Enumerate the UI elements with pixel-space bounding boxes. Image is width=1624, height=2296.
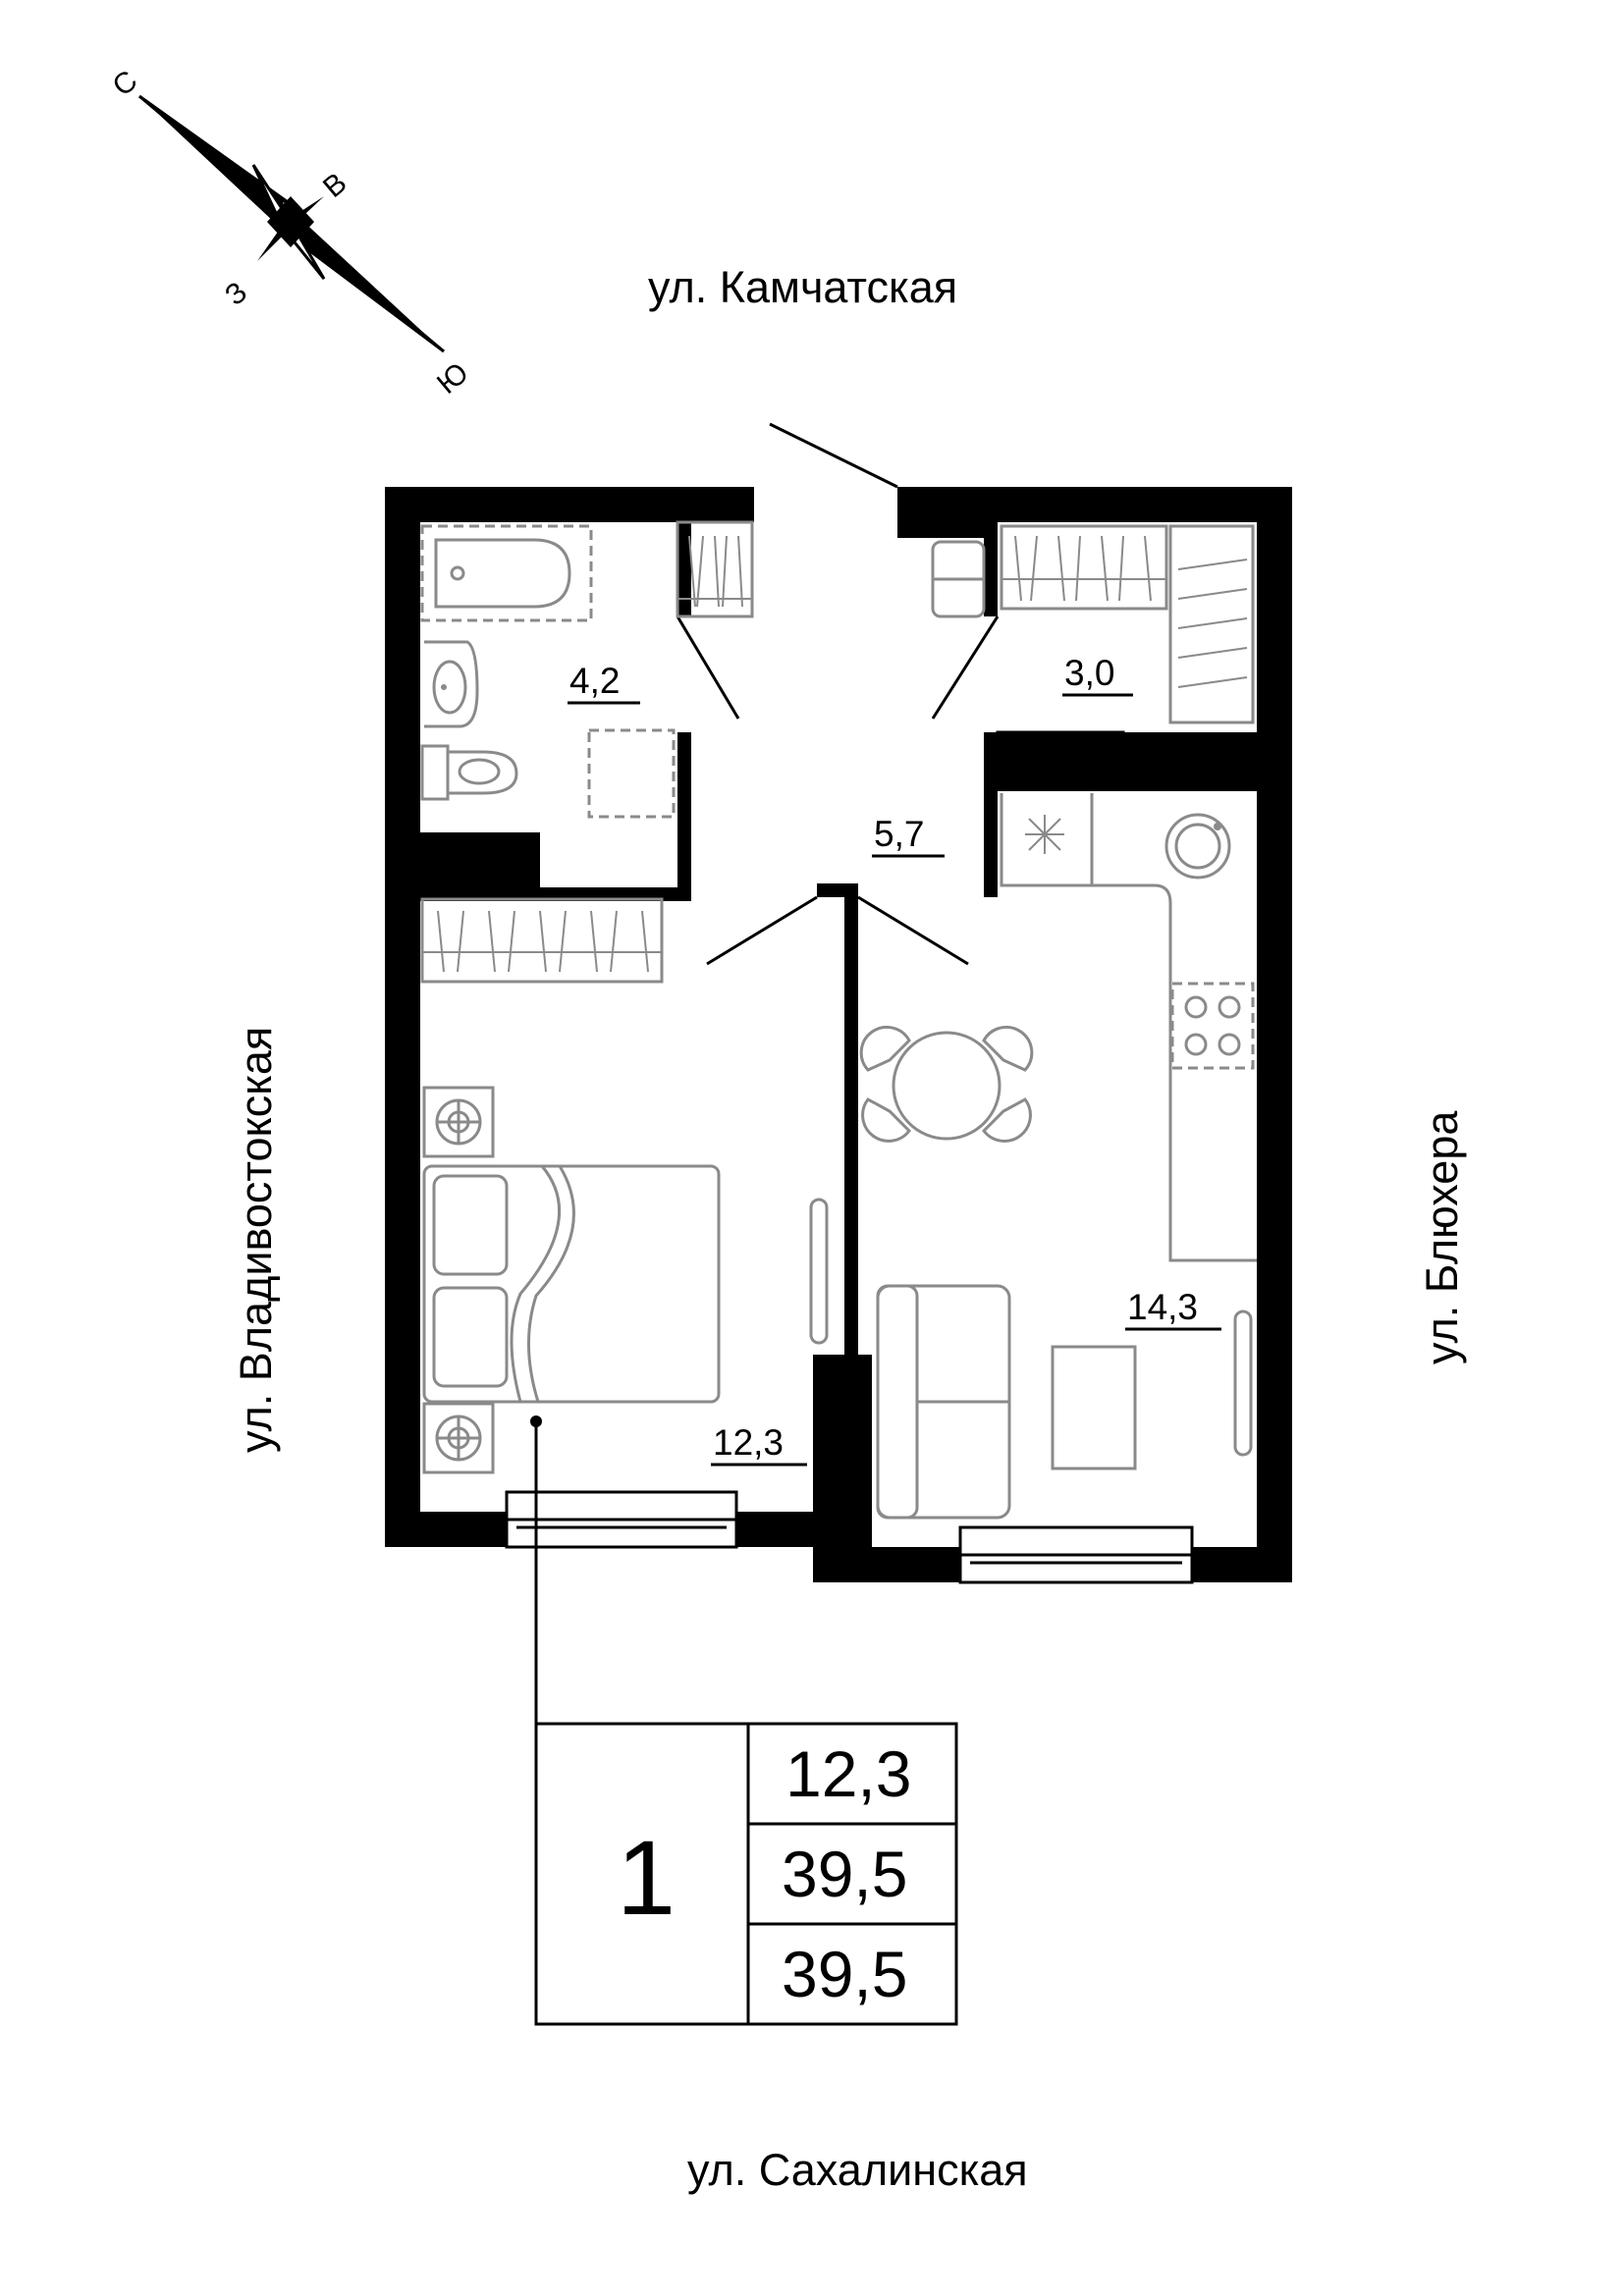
summary-table: 1 12,3 39,5 39,5: [534, 1722, 958, 2026]
room-area-bedroom: 12,3: [713, 1422, 784, 1463]
compass-west-label: З: [219, 276, 253, 312]
apartment-marker: [530, 1415, 542, 1724]
windows: [505, 1490, 1194, 1584]
kitchen-furniture: [859, 793, 1257, 1520]
room-area-storage: 3,0: [1064, 653, 1114, 693]
summary-living-area: 12,3: [785, 1737, 911, 1810]
door-swings: [676, 422, 1000, 966]
storage-fixtures: [1000, 524, 1255, 724]
room-area-hall: 5,7: [874, 814, 924, 854]
walls: [385, 487, 1292, 1582]
street-right-label: ул. Блюхера: [1417, 1110, 1467, 1364]
street-top-label: ул. Камчатская: [648, 262, 957, 312]
room-area-kitchen: 14,3: [1127, 1287, 1198, 1327]
room-area-bathroom: 4,2: [569, 661, 620, 701]
compass-south-label: Ю: [431, 356, 474, 400]
summary-rooms-count: 1: [617, 1818, 676, 1937]
room-area-labels: 4,2 3,0 5,7 12,3 14,3: [568, 653, 1221, 1467]
compass-rose: С В З Ю: [107, 65, 475, 400]
street-left-label: ул. Владивостокская: [231, 1027, 281, 1453]
compass-north-label: С: [107, 65, 144, 103]
summary-total-area: 39,5: [782, 1838, 907, 1910]
compass-east-label: В: [317, 167, 353, 204]
bedroom-furniture: [420, 897, 829, 1474]
summary-total-area-with-balcony: 39,5: [782, 1938, 907, 2010]
street-bottom-label: ул. Сахалинская: [687, 2145, 1028, 2195]
bathroom-fixtures: [420, 524, 676, 819]
hall-fixtures: [676, 520, 1125, 781]
